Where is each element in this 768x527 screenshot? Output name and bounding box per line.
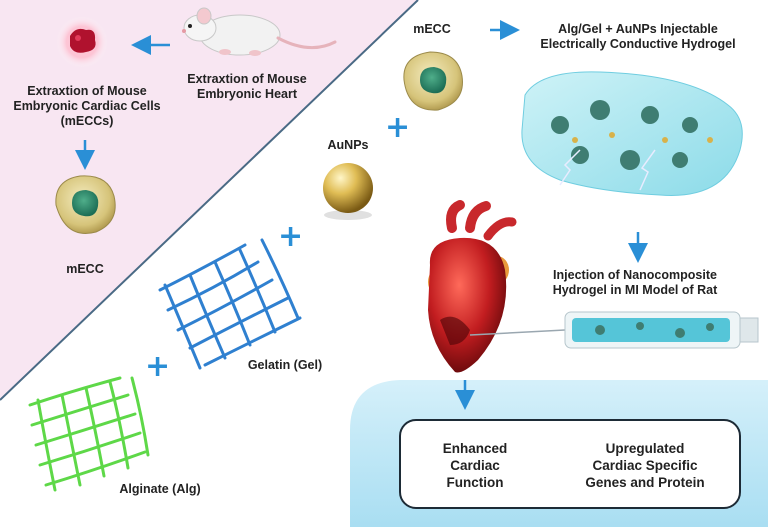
gold-nanoparticle-icon: [323, 163, 373, 220]
heart-icon: [428, 200, 517, 373]
mouse-icon: [182, 7, 337, 56]
outcome-box: [399, 419, 741, 509]
label-outcome-genes: Upregulated Cardiac Specific Genes and P…: [585, 441, 705, 490]
label-mecc-left: mECC: [66, 262, 104, 276]
mesh-icon: [158, 238, 302, 370]
label-aunps: AuNPs: [327, 138, 369, 152]
label-extract-cells: Extraxtion of Mouse Embryonic Cardiac Ce…: [13, 84, 161, 128]
plus-icon: +: [385, 110, 411, 145]
label-mecc-top: mECC: [413, 22, 451, 36]
label-injection: Injection of Nanocomposite Hydrogel in M…: [552, 268, 718, 297]
cell-icon: [55, 175, 116, 234]
plus-icon: +: [278, 219, 304, 254]
cell-icon: [403, 51, 463, 111]
plus-icon: +: [145, 349, 171, 384]
label-hydrogel: Alg/Gel + AuNPs Injectable Electrically …: [540, 22, 736, 51]
label-extract-heart: Extraxtion of Mouse Embryonic Heart: [187, 72, 307, 101]
hydrogel-icon: [521, 71, 743, 196]
syringe-icon: [469, 311, 759, 349]
label-alginate: Alginate (Alg): [119, 482, 201, 496]
heart-tissue-icon: [56, 16, 108, 68]
panel-divider: [0, 0, 419, 401]
label-gelatin: Gelatin (Gel): [247, 358, 323, 372]
label-outcome-function: Enhanced Cardiac Function: [442, 441, 508, 490]
mesh-icon: [28, 376, 150, 492]
